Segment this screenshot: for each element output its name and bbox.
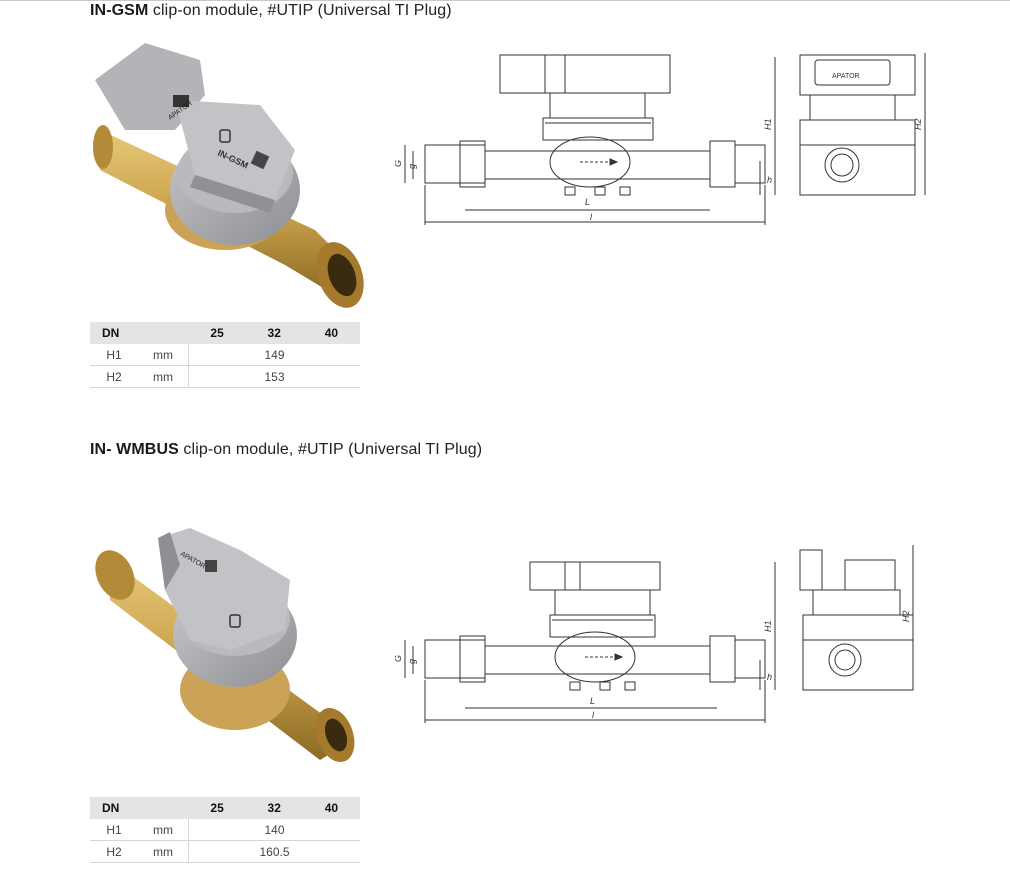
section-title-bold: IN- WMBUS	[90, 441, 179, 458]
water-meter-wmbus-photo: APATOR	[95, 528, 355, 763]
col-header-dn: DN	[90, 797, 138, 819]
table-row: H2 mm 153	[90, 365, 360, 388]
dim-label-G: G	[395, 160, 403, 167]
row-key: H2	[90, 365, 138, 388]
technical-drawing-wmbus: L l H1 h G g H2	[395, 545, 914, 723]
dim-label-H1: H1	[763, 620, 773, 632]
dim-label-g: g	[407, 164, 417, 169]
table-header-row: DN 25 32 40	[90, 797, 360, 819]
table-header-row: DN 25 32 40	[90, 322, 360, 344]
col-header-32: 32	[245, 797, 303, 819]
dim-label-L: L	[585, 197, 590, 207]
technical-drawing-gsm: L l H1 h G g APATOR H2	[395, 53, 926, 225]
row-value: 149	[188, 344, 360, 366]
dim-label-l: l	[592, 710, 595, 720]
side-view-brand: APATOR	[832, 73, 860, 80]
water-meter-gsm-photo: APATOR IN-GSM	[93, 43, 364, 308]
section-title-bold: IN-GSM	[90, 2, 149, 19]
col-header-dn: DN	[90, 322, 138, 344]
dim-label-H2: H2	[901, 610, 911, 622]
col-header-40: 40	[302, 797, 360, 819]
dim-label-h: h	[767, 175, 772, 185]
col-header-25: 25	[188, 322, 246, 344]
row-key: H2	[90, 840, 138, 863]
section-title-rest: clip-on module, #UTIP (Universal TI Plug…	[148, 2, 452, 19]
col-header-25: 25	[188, 797, 246, 819]
section-title-wmbus: IN- WMBUS clip-on module, #UTIP (Univers…	[90, 441, 482, 459]
row-value: 160.5	[188, 840, 360, 863]
row-unit: mm	[138, 344, 189, 366]
dim-label-h: h	[767, 672, 772, 682]
row-key: H1	[90, 819, 138, 841]
row-key: H1	[90, 344, 138, 366]
dim-label-L: L	[590, 696, 595, 706]
dim-label-g: g	[407, 659, 417, 664]
row-value: 140	[188, 819, 360, 841]
spec-table-wmbus: DN 25 32 40 H1 mm 140 H2 mm 160.5	[90, 797, 360, 863]
col-header-unit	[138, 322, 189, 344]
row-value: 153	[188, 365, 360, 388]
section-title-gsm: IN-GSM clip-on module, #UTIP (Universal …	[90, 2, 452, 20]
top-divider	[0, 0, 1010, 1]
col-header-unit	[138, 797, 189, 819]
dim-label-H1: H1	[763, 118, 773, 130]
row-unit: mm	[138, 840, 189, 863]
col-header-32: 32	[245, 322, 303, 344]
table-row: H1 mm 149	[90, 344, 360, 366]
section-title-rest: clip-on module, #UTIP (Universal TI Plug…	[178, 441, 483, 458]
table-row: H2 mm 160.5	[90, 840, 360, 863]
spec-table-gsm: DN 25 32 40 H1 mm 149 H2 mm 153	[90, 322, 360, 388]
dim-label-H2: H2	[913, 118, 923, 130]
dim-label-l: l	[590, 212, 593, 222]
col-header-40: 40	[302, 322, 360, 344]
table-row: H1 mm 140	[90, 819, 360, 841]
dim-label-G: G	[395, 655, 403, 662]
row-unit: mm	[138, 365, 189, 388]
row-unit: mm	[138, 819, 189, 841]
